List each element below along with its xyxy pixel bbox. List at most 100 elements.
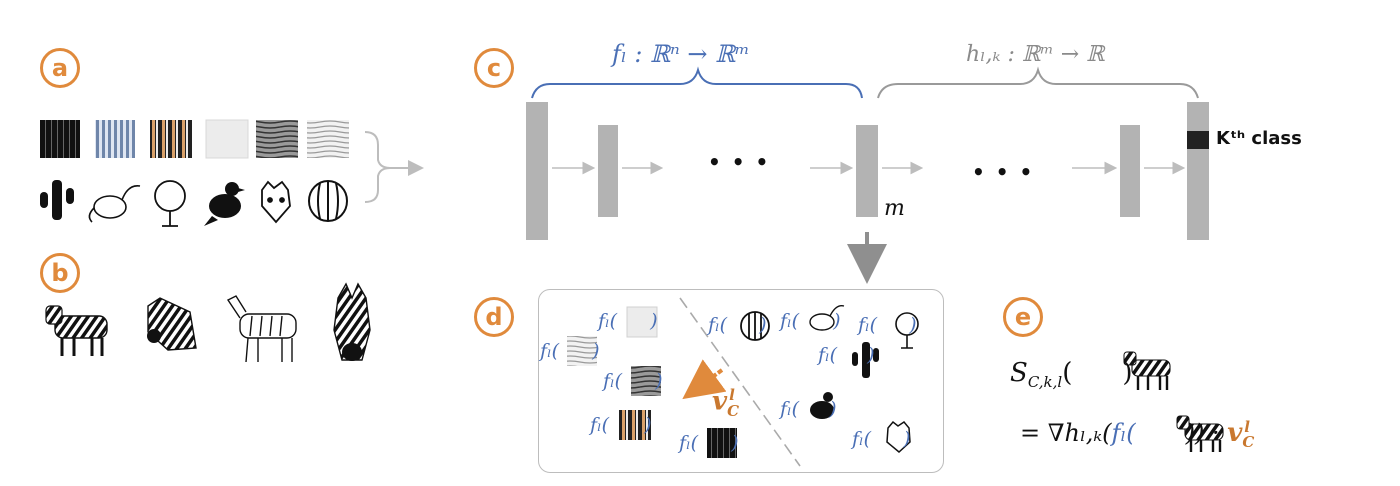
orange-stripes-texture bbox=[150, 120, 192, 158]
watermelon-icon bbox=[740, 311, 770, 341]
orange-stripes-texture bbox=[619, 410, 651, 440]
f-suffix: ) bbox=[903, 428, 911, 450]
f-term-orange-stripes: fₗ() bbox=[590, 414, 651, 436]
f-prefix: fₗ( bbox=[679, 432, 699, 454]
f-suffix: ) bbox=[829, 398, 837, 420]
zebra-outline-icon bbox=[226, 295, 297, 363]
dimension-m-label: m bbox=[884, 196, 905, 221]
tree-icon bbox=[154, 180, 186, 227]
f-suffix: ) bbox=[909, 314, 917, 336]
hidden-layer-k bbox=[1120, 125, 1140, 217]
f-prefix: fₗ( bbox=[708, 314, 728, 336]
ellipsis-right: • • • bbox=[972, 160, 1035, 184]
output-layer bbox=[1187, 102, 1209, 240]
blue-stripes-texture bbox=[95, 120, 135, 158]
kth-class-label: Kᵗʰ class bbox=[1216, 128, 1302, 149]
panel-d-badge: d bbox=[474, 297, 514, 337]
f-prefix: fₗ( bbox=[603, 370, 623, 392]
panel-c-label: c bbox=[486, 54, 502, 82]
panel-e-badge: e bbox=[1003, 297, 1043, 337]
black-stripes-texture bbox=[707, 428, 737, 458]
dinosaur-icon bbox=[88, 184, 141, 223]
f-suffix: ) bbox=[655, 370, 663, 392]
f-suffix: ) bbox=[592, 340, 600, 362]
sensitivity-score-line2: = ∇hₗ,ₖ(fₗ( )) · vCl bbox=[1020, 418, 1260, 451]
f-suffix: ) bbox=[759, 314, 767, 336]
black-stripes-texture bbox=[40, 120, 80, 158]
zebra-head-icon bbox=[147, 297, 197, 351]
f-suffix: ) bbox=[867, 344, 875, 366]
f-term-dinosaur: fₗ() bbox=[780, 310, 840, 332]
group-brace bbox=[364, 131, 391, 203]
white-wave-texture bbox=[567, 336, 597, 366]
f-suffix: ) bbox=[650, 310, 658, 332]
white-wave-texture bbox=[307, 120, 349, 158]
f-prefix: fₗ( bbox=[590, 414, 610, 436]
kth-class-unit bbox=[1187, 131, 1209, 149]
panel-d-label: d bbox=[485, 303, 503, 331]
gray-wave-texture bbox=[256, 120, 298, 158]
f-prefix: fₗ( bbox=[540, 340, 560, 362]
zebra-face-icon bbox=[333, 282, 371, 361]
zebra-side-icon bbox=[1123, 351, 1171, 390]
white-fabric-texture bbox=[626, 306, 658, 338]
score-cav-superscript: l bbox=[1244, 418, 1250, 436]
panel-a-badge: a bbox=[40, 48, 80, 88]
cactus-icon bbox=[40, 180, 74, 220]
score-symbol: S bbox=[1010, 358, 1028, 388]
f-term-gray-wave: fₗ() bbox=[603, 370, 662, 392]
panel-a-label: a bbox=[51, 54, 69, 82]
dot-product-term: )) · bbox=[1185, 419, 1228, 447]
tiger-icon bbox=[261, 180, 291, 224]
zebra-side-icon bbox=[1176, 415, 1224, 452]
f-term-black-stripes: fₗ() bbox=[679, 432, 738, 454]
ellipsis-left: • • • bbox=[708, 150, 771, 174]
f-prefix: fₗ( bbox=[598, 310, 618, 332]
zebra-side-icon bbox=[45, 305, 108, 356]
cav-label: vCl bbox=[712, 386, 745, 420]
cactus-icon bbox=[852, 342, 879, 378]
score-cav-symbol: v bbox=[1227, 418, 1243, 448]
panel-b-label: b bbox=[51, 259, 69, 287]
f-term-bird: fₗ() bbox=[780, 398, 836, 420]
f-suffix: ) bbox=[731, 432, 739, 454]
f-suffix: ) bbox=[833, 310, 841, 332]
f-prefix: fₗ( bbox=[852, 428, 872, 450]
bottleneck-layer-l bbox=[856, 125, 878, 217]
bird-icon bbox=[810, 392, 834, 419]
f-term-white-wave: fₗ() bbox=[540, 340, 599, 362]
f-prefix: fₗ( bbox=[780, 398, 800, 420]
input-layer bbox=[526, 102, 548, 240]
dinosaur-icon bbox=[809, 305, 845, 331]
bird-icon bbox=[204, 182, 245, 226]
f-term-cactus: fₗ() bbox=[818, 344, 874, 366]
sensitivity-score-line1: SC,k,l() bbox=[1010, 358, 1133, 392]
concept-activation-panel bbox=[538, 289, 944, 473]
cav-symbol: v bbox=[712, 386, 728, 417]
gray-wave-texture bbox=[631, 366, 661, 396]
score-subscript: C,k,l bbox=[1027, 373, 1063, 392]
cav-superscript: l bbox=[729, 386, 735, 404]
f-prefix: fₗ( bbox=[818, 344, 838, 366]
tiger-icon bbox=[886, 420, 911, 453]
f-prefix: fₗ( bbox=[780, 310, 800, 332]
hidden-layer-1 bbox=[598, 125, 618, 217]
f-prefix: fₗ( bbox=[858, 314, 878, 336]
f-term-tree: fₗ() bbox=[858, 314, 916, 336]
activation-term: fₗ( bbox=[1111, 419, 1136, 447]
panel-c-badge: c bbox=[474, 48, 514, 88]
f-brace bbox=[531, 66, 863, 99]
decision-boundary bbox=[679, 297, 801, 467]
panel-e-label: e bbox=[1014, 303, 1032, 331]
score-cav-subscript: C bbox=[1242, 432, 1255, 451]
f-suffix: ) bbox=[644, 414, 652, 436]
f-mapping-label: fₗ : ℝⁿ → ℝᵐ bbox=[612, 40, 750, 68]
f-term-tiger: fₗ() bbox=[852, 428, 910, 450]
f-term-white-fabric: fₗ() bbox=[598, 310, 657, 332]
tree-icon bbox=[895, 312, 919, 349]
f-term-watermelon: fₗ() bbox=[708, 314, 766, 336]
gradient-term: = ∇hₗ,ₖ( bbox=[1020, 419, 1112, 447]
h-mapping-label: hₗ,ₖ : ℝᵐ → ℝ bbox=[966, 42, 1105, 67]
